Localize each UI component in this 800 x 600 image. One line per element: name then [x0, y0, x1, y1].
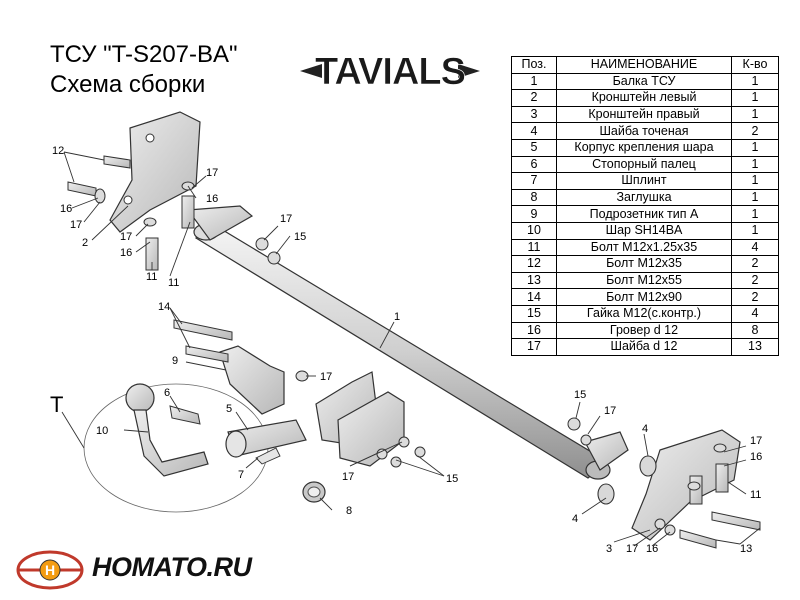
- name-cell: Кронштейн левый: [556, 89, 732, 107]
- callout-7: 7: [238, 469, 244, 481]
- callout-16: 16: [120, 247, 132, 259]
- callout-11: 11: [146, 271, 157, 283]
- beam-mounting-plates: [315, 371, 405, 467]
- bolts-group: [67, 155, 761, 549]
- callout-8: 8: [346, 505, 352, 517]
- callout-13: 13: [740, 543, 752, 555]
- callout-17: 17: [604, 405, 616, 417]
- name-cell: Шайба d 12: [556, 338, 732, 356]
- callout-15: 15: [294, 231, 306, 243]
- name-cell: Шар SH14BA: [556, 221, 732, 240]
- tavials-logo: TAVIALS: [300, 44, 480, 98]
- name-cell: Болт М12х1.25х35: [556, 238, 732, 257]
- callout-11: 11: [168, 277, 179, 289]
- left-bracket: [109, 111, 254, 241]
- callout-5: 5: [226, 403, 232, 415]
- right-bracket: [584, 429, 741, 541]
- pos-cell: 17: [511, 338, 557, 356]
- callout-15: 15: [574, 389, 586, 401]
- callout-labels: 12 16 17 2 17 16 11 17 16 11 17 15 14 9 …: [50, 145, 762, 555]
- drawing-subtitle: Схема сборки: [50, 71, 206, 98]
- homato-brand-text: HOMATO.RU: [92, 552, 252, 582]
- turned-washers: [597, 455, 657, 505]
- callout-6: 6: [164, 387, 170, 399]
- callout-14: 14: [158, 301, 170, 313]
- callout-17: 17: [320, 371, 332, 383]
- callout-16: 16: [60, 203, 72, 215]
- column-header-name: НАИМЕНОВАНИЕ: [556, 56, 732, 74]
- tavials-logo-graphic: TAVIALS: [300, 51, 480, 93]
- callout-1: 1: [394, 311, 400, 323]
- callout-17: 17: [70, 219, 82, 231]
- homato-logo: H: [16, 550, 84, 590]
- name-cell: Корпус крепления шара: [556, 138, 732, 157]
- name-cell: Кронштейн правый: [556, 105, 732, 124]
- callout-16: 16: [646, 543, 658, 555]
- callout-17: 17: [280, 213, 292, 225]
- callout-T: T: [50, 392, 63, 417]
- callout-3: 3: [606, 543, 612, 555]
- washers-and-nuts: [94, 181, 727, 536]
- qty-cell: 13: [731, 338, 779, 356]
- pos-cell: 14: [511, 288, 557, 306]
- name-cell: Заглушка: [556, 188, 732, 207]
- callout-16: 16: [750, 451, 762, 463]
- callout-16: 16: [206, 193, 218, 205]
- callout-2: 2: [82, 237, 88, 249]
- callout-11: 11: [750, 489, 761, 501]
- leader-lines: [61, 151, 761, 547]
- svg-text:H: H: [45, 562, 55, 578]
- callout-17: 17: [120, 231, 132, 243]
- callout-12: 12: [52, 145, 64, 157]
- parts-table-header: Поз. НАИМЕНОВАНИЕ К-во: [511, 56, 779, 74]
- plug-cap: [302, 481, 326, 503]
- name-cell: Подрозетник тип А: [556, 205, 732, 223]
- callout-10: 10: [96, 425, 108, 437]
- callout-9: 9: [172, 355, 178, 367]
- callout-4: 4: [572, 513, 578, 525]
- socket-bracket: [219, 345, 285, 415]
- pos-cell: 15: [511, 304, 557, 323]
- drawing-title: ТСУ "T-S207-BA": [50, 41, 238, 68]
- name-cell: Гровер d 12: [556, 321, 732, 340]
- callout-17: 17: [342, 471, 354, 483]
- callout-17: 17: [206, 167, 218, 179]
- callout-17: 17: [750, 435, 762, 447]
- callout-4: 4: [642, 423, 648, 435]
- callout-17: 17: [626, 543, 638, 555]
- callout-15: 15: [446, 473, 458, 485]
- logo-text: TAVIALS: [315, 51, 465, 93]
